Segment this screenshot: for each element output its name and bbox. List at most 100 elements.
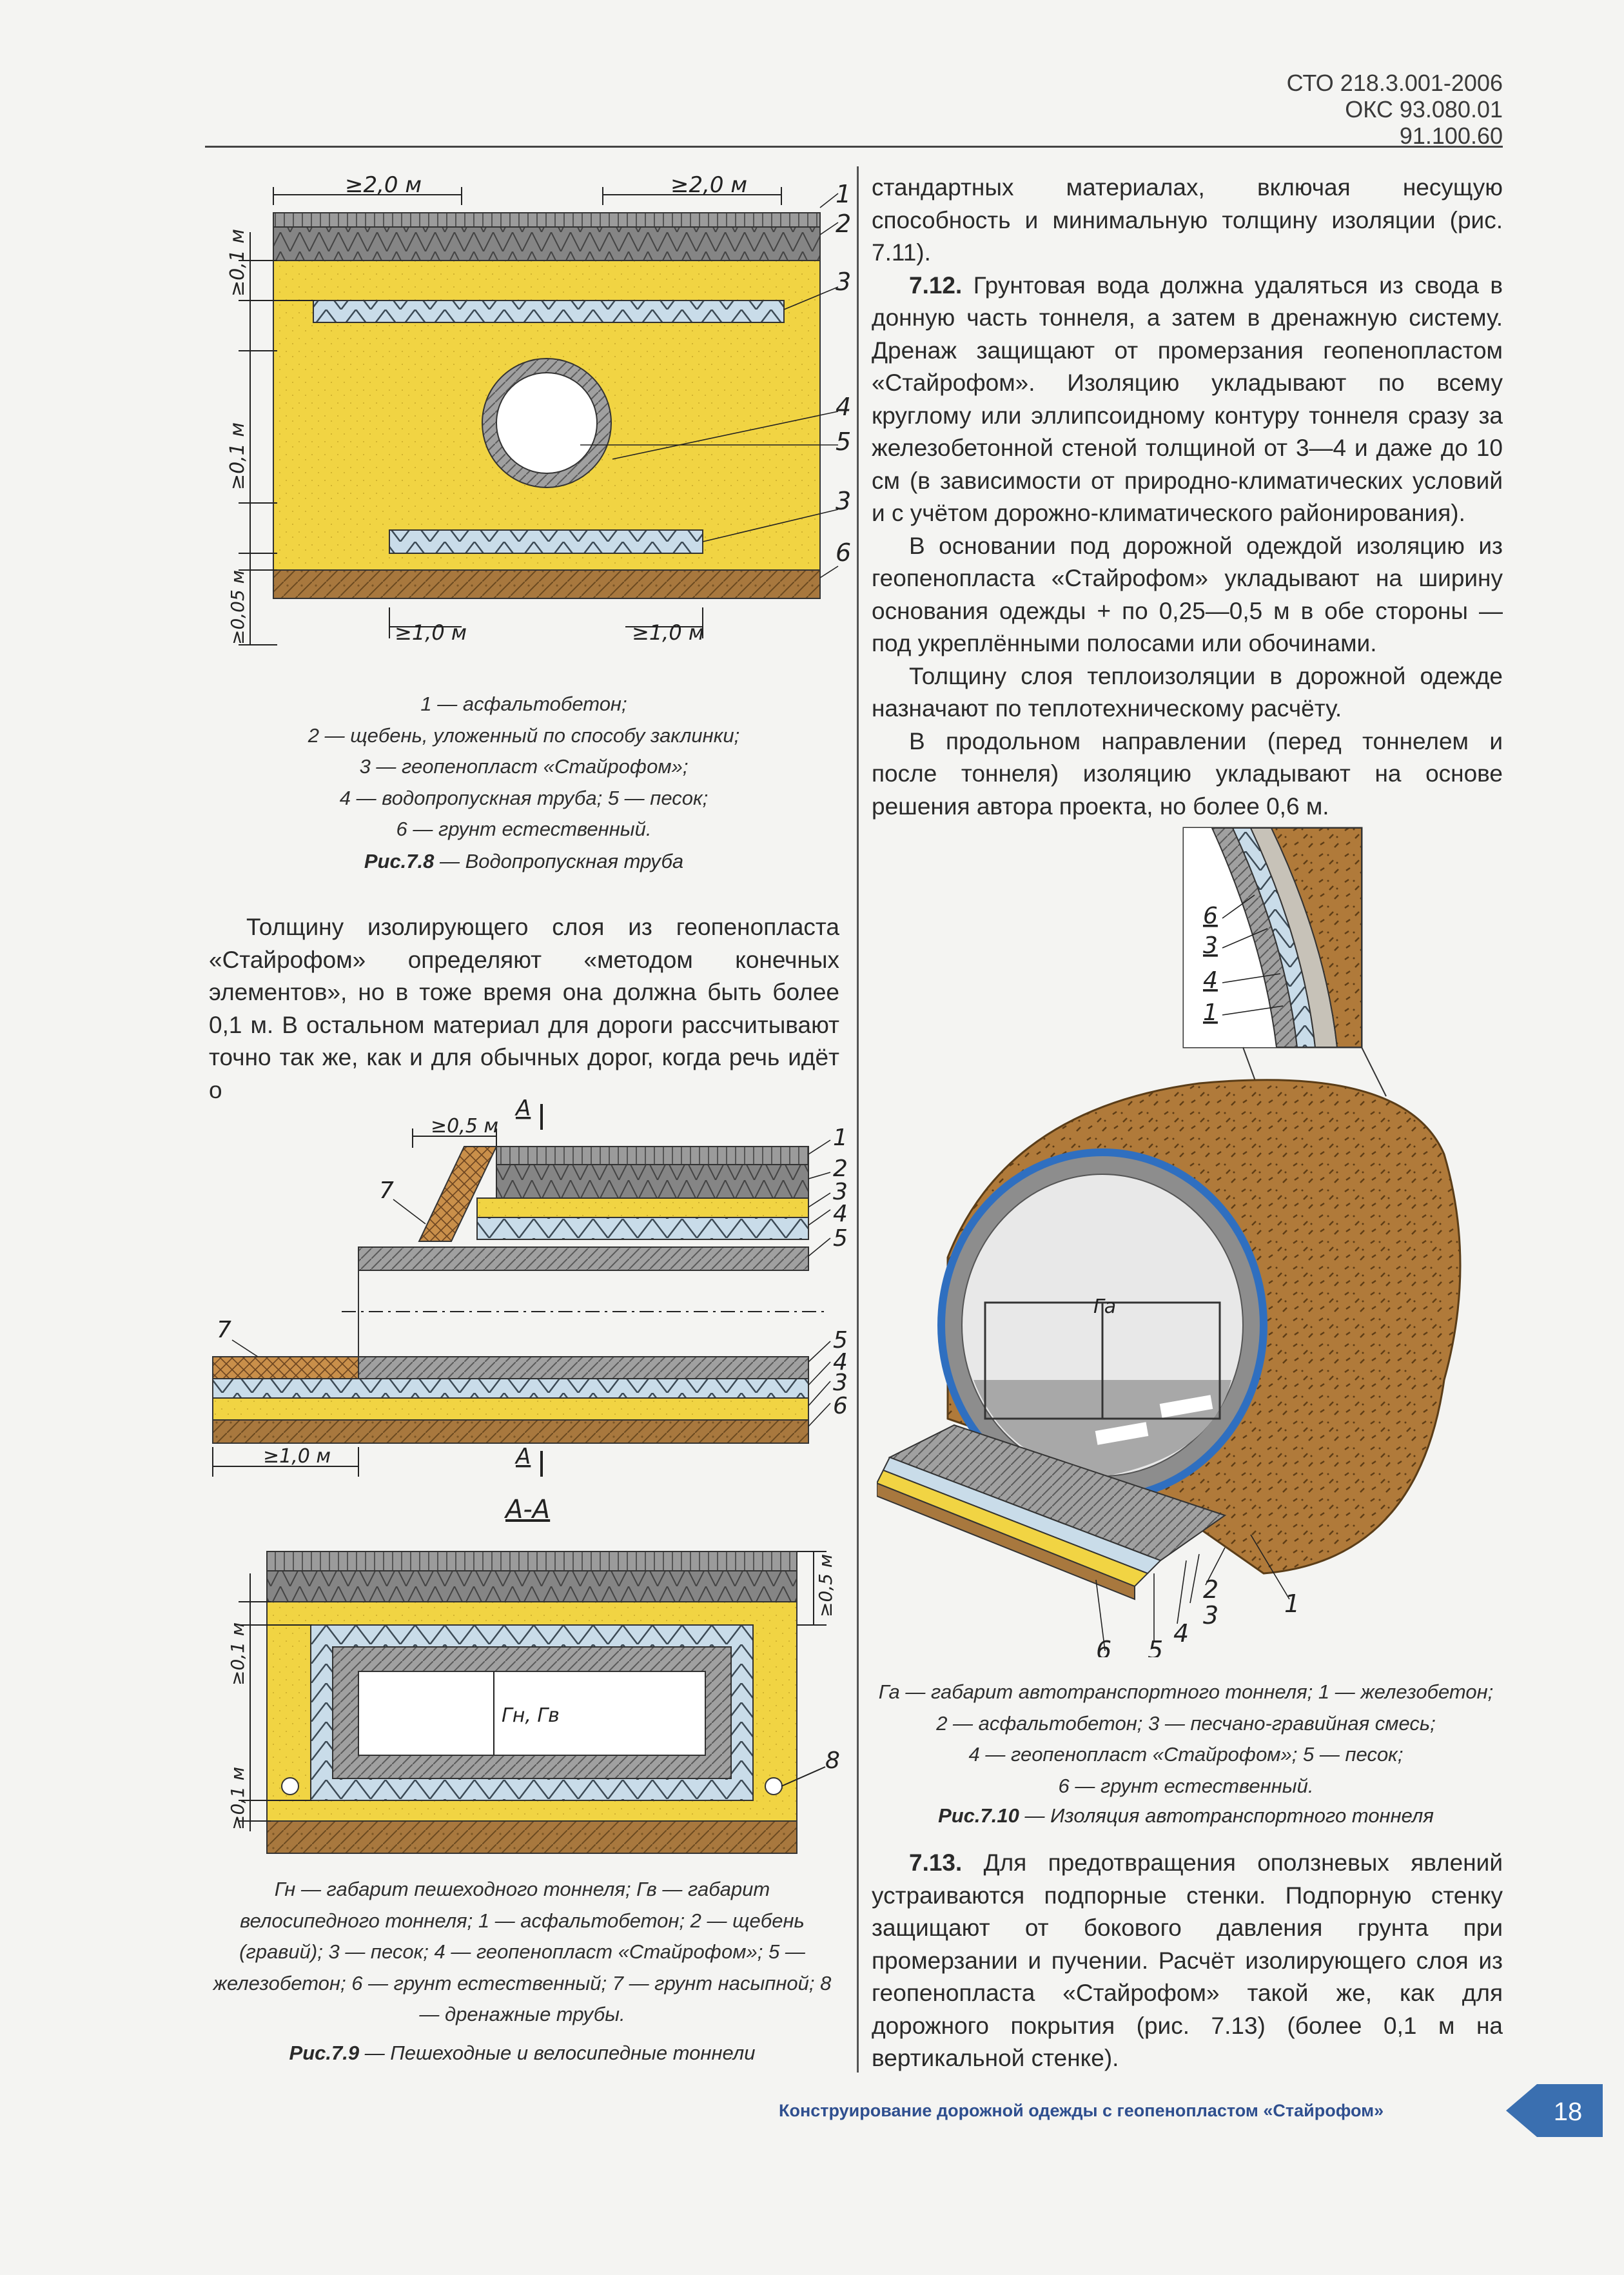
label-6: 6 [1096, 1636, 1111, 1657]
figure-7-8-drawing: ≥2,0 м ≥2,0 м ≥0,1 м ≥0,1 м ≥0,05 м ≥1,0… [226, 172, 851, 645]
section-title: А-А [504, 1495, 550, 1524]
figure-title-text: — Водопропускная труба [434, 850, 684, 872]
legend-line: 2 — щебень, уложенный по способу заклинк… [308, 724, 740, 747]
figure-7-10-drawing: 6 3 4 1 Га 1 2 3 4 5 6 [877, 827, 1462, 1657]
running-footer-title: Конструирование дорожной одежды с геопен… [779, 2101, 1384, 2120]
figure-7-9-legend: Гн — габарит пешеходного тоннеля; Гв — г… [213, 1874, 832, 2031]
body-paragraph: стандартных материалах, включая несущую … [872, 174, 1503, 266]
section-asphalt [266, 1551, 797, 1571]
label-2: 2 [833, 1156, 848, 1182]
label-1: 1 [833, 1125, 848, 1151]
body-paragraph: Грунтовая вода должна удаляться из свода… [872, 271, 1503, 527]
dim-side-mid: ≥0,1 м [226, 422, 249, 490]
label-3b: 3 [836, 487, 851, 515]
section-gravel [266, 1570, 797, 1602]
body-paragraph: В продольном направлении (перед тоннелем… [872, 727, 1503, 820]
inset-tunnel-interior [1184, 828, 1277, 1047]
foam-board-lower [389, 529, 703, 554]
dim-top-right: ≥2,0 м [670, 172, 747, 198]
label-3: 3 [833, 1179, 848, 1205]
page-number: 18 [1554, 2098, 1583, 2126]
dim-top-left: ≥2,0 м [345, 172, 422, 198]
body-paragraph: Для предотвращения оползневых явлений ус… [872, 1849, 1503, 2071]
drain-pipe-left [281, 1777, 299, 1795]
dim-bottom: ≥1,0 м [263, 1445, 331, 1468]
drain-pipe-right [765, 1777, 783, 1795]
natural-soil [273, 569, 821, 599]
foam-base [212, 1378, 809, 1399]
label-5: 5 [833, 1225, 848, 1252]
tunnel-clearance [358, 1671, 706, 1756]
concrete-roof [358, 1246, 809, 1271]
asphalt-layer [496, 1146, 809, 1165]
label-1: 1 [836, 180, 851, 208]
inset-label-4: 4 [1203, 967, 1218, 994]
label-3: 3 [836, 268, 851, 296]
foam-board-upper [313, 300, 785, 323]
oks-code: ОКС 93.080.01 [1345, 96, 1503, 123]
section-mark-bottom: А [514, 1444, 531, 1470]
legend-line: Га — габарит автотранспортного тоннеля; … [878, 1680, 1494, 1703]
inset-label-3: 3 [1203, 932, 1218, 959]
column-divider [857, 166, 859, 2073]
culvert-opening [496, 372, 598, 474]
foam-layer [476, 1217, 809, 1240]
label-4: 4 [833, 1201, 848, 1227]
left-body-text: Толщину изолирующего слоя из геопеноплас… [209, 911, 839, 1107]
figure-7-9-drawing: ≥0,5 м А ≥1,0 м А А-А 1 2 3 4 5 5 4 3 6 … [212, 1096, 848, 1854]
dim-right: ≥0,5 м [815, 1554, 836, 1617]
label-7-top: 7 [379, 1177, 394, 1204]
legend-line: 6 — грунт естественный. [1058, 1774, 1314, 1797]
label-3b: 3 [833, 1370, 848, 1396]
dim-bottom-left: ≥1,0 м [395, 620, 467, 645]
figure-title-text: — Изоляция автотранспортного тоннеля [1019, 1804, 1434, 1827]
header-rule [205, 146, 1503, 148]
dim-side-top: ≥0,1 м [227, 1622, 248, 1686]
section-soil [266, 1820, 797, 1854]
dim-side-bottom: ≥0,05 м [227, 570, 248, 645]
section-number: 7.12. [909, 271, 963, 299]
inset-label-6: 6 [1203, 903, 1218, 929]
asphalt-layer [273, 212, 821, 228]
gravel-layer [273, 226, 821, 261]
gravel-layer [496, 1164, 809, 1199]
legend-line: 4 — геопенопласт «Стайрофом»; 5 — песок; [968, 1743, 1404, 1766]
figure-number: Рис.7.8 [364, 850, 435, 872]
figure-number: Рис.7.9 [289, 2042, 360, 2064]
dim-side-bottom: ≥0,1 м [227, 1767, 248, 1830]
section-number: 7.13. [909, 1849, 963, 1876]
body-paragraph: Толщину слоя теплоизоляции в дорожной од… [872, 662, 1503, 722]
inset-soil [1270, 827, 1362, 1048]
oks-subcode: 91.100.60 [1399, 123, 1503, 149]
label-5b: 5 [833, 1327, 848, 1354]
label-1: 1 [1284, 1590, 1300, 1618]
sand-base [212, 1397, 809, 1421]
lane-marking [1159, 1395, 1213, 1418]
concrete-floor [358, 1356, 809, 1379]
lane-marking [1095, 1422, 1149, 1445]
label-5: 5 [836, 428, 851, 456]
section-7-13: 7.13. Для предотвращения оползневых явле… [872, 1847, 1503, 2075]
fill-soil [212, 1356, 359, 1379]
label-6: 6 [833, 1393, 848, 1419]
label-4: 4 [1173, 1619, 1189, 1648]
page-number-badge: 18 [1506, 2084, 1603, 2137]
legend-line: 2 — асфальтобетон; 3 — песчано-гравийная… [936, 1711, 1436, 1735]
gauge-label: Гн, Гв [502, 1704, 560, 1727]
dim-bottom-right: ≥1,0 м [632, 620, 704, 645]
body-paragraph: Толщину изолирующего слоя из геопеноплас… [209, 914, 839, 1103]
gauge-label: Га [1093, 1295, 1116, 1318]
figure-7-8-legend: 1 — асфальтобетон; 2 — щебень, уложенный… [213, 689, 835, 845]
legend-line: 6 — грунт естественный. [396, 818, 652, 840]
label-4: 4 [836, 393, 851, 421]
label-7-left: 7 [217, 1317, 231, 1343]
legend-line: 1 — асфальтобетон; [420, 693, 627, 715]
sand-layer [476, 1197, 809, 1218]
standard-code: СТО 218.3.001-2006 [1286, 70, 1503, 96]
right-body-text: стандартных материалах, включая несущую … [872, 172, 1503, 823]
dim-top: ≥0,5 м [431, 1115, 498, 1138]
legend-line: 4 — водопропускная труба; 5 — песок; [339, 786, 709, 809]
figure-number: Рис.7.10 [938, 1804, 1019, 1827]
legend-line: 3 — геопенопласт «Стайрофом»; [359, 755, 689, 778]
body-paragraph: В основании под дорожной одеждой изоляци… [872, 532, 1503, 657]
